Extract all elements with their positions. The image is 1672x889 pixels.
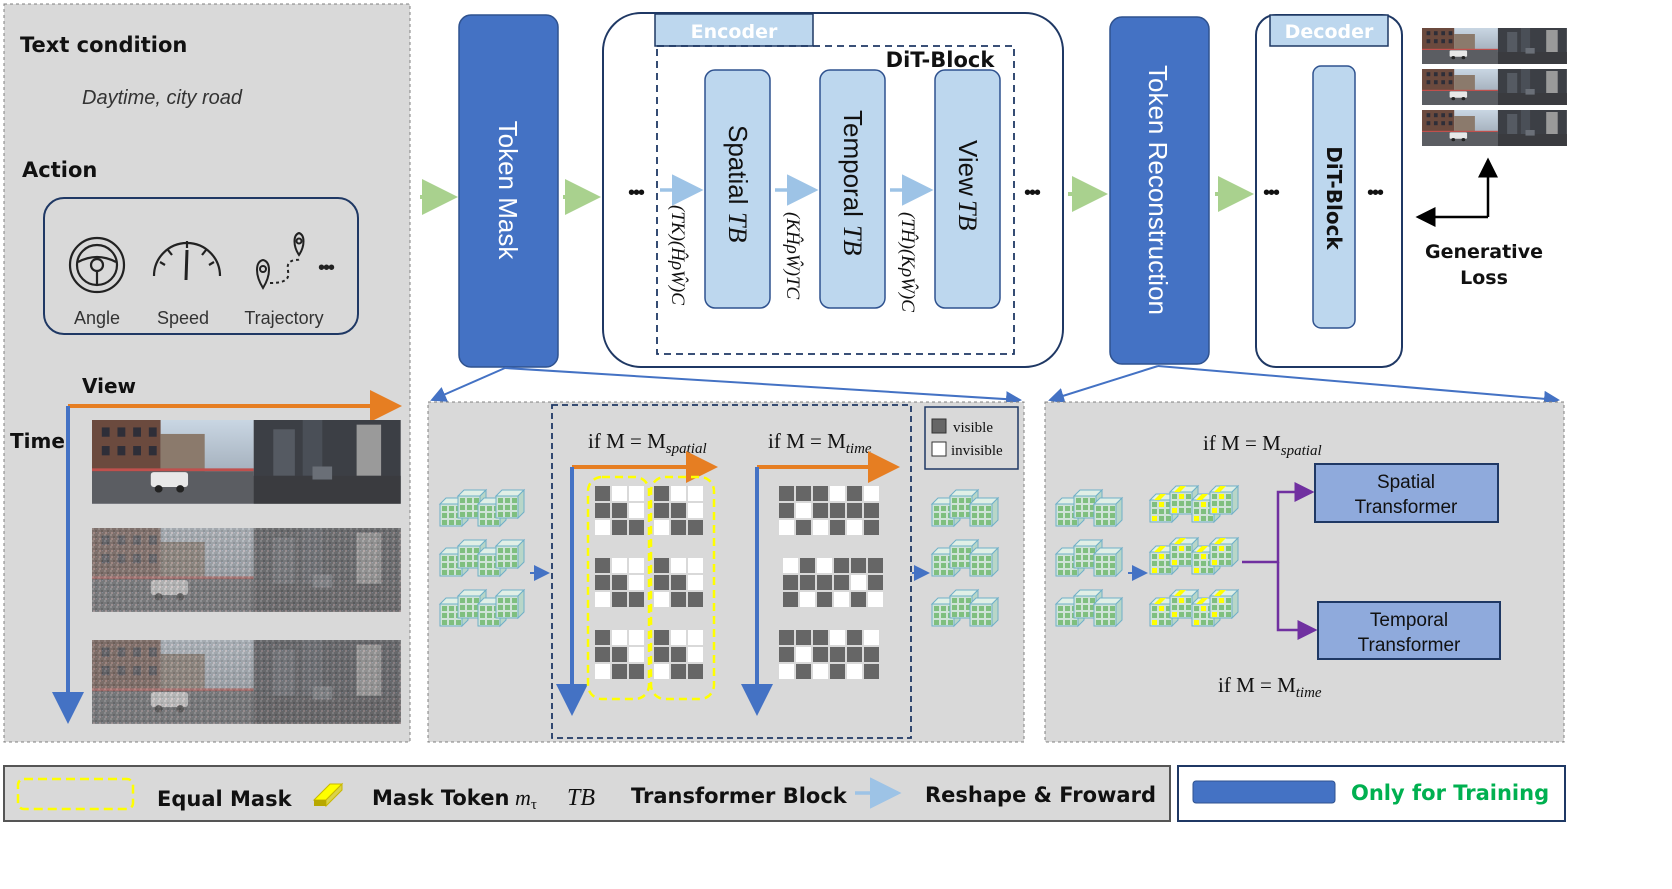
- mask-if-time: if M = Mtime: [768, 429, 872, 457]
- recon-mask-token-cubes: [1150, 486, 1238, 626]
- zoom-line-mask-left: [430, 367, 506, 402]
- action-label-angle: Angle: [74, 308, 120, 328]
- decoder-dit-label: DiT-Block: [1322, 146, 1346, 250]
- mask-strategy-frame: [551, 404, 912, 739]
- spatial-tb-block: [704, 69, 771, 309]
- token-reconstruction-block: [1109, 16, 1210, 365]
- view-tb-block: [934, 69, 1001, 309]
- input-token-cubes: [439, 489, 525, 627]
- route-arrow-temporal: [1276, 562, 1318, 640]
- spatial-tb-suffix: TB: [723, 212, 752, 242]
- time-axis-label: Time: [10, 429, 65, 453]
- mask-legend-box: [924, 406, 1019, 470]
- multiview-frame-noisy-2: [92, 640, 401, 724]
- equal-mask-group-1: [586, 475, 651, 701]
- encoder-ellipsis-right: •••: [1024, 182, 1041, 204]
- steering-wheel-icon: [68, 236, 126, 294]
- token-mask-block: [458, 14, 559, 368]
- action-label-trajectory: Trajectory: [244, 308, 323, 328]
- generative-loss-line2: Loss: [1460, 267, 1508, 289]
- temporal-transformer-line2: Transformer: [1358, 635, 1461, 656]
- token-reconstruction-label: Token Reconstruction: [1143, 65, 1173, 315]
- more-actions-ellipsis: •••: [318, 257, 335, 279]
- legend-mask-token-icon: [312, 782, 344, 808]
- training-legend-label: Only for Training: [1351, 781, 1549, 805]
- dit-block-frame: [656, 45, 1015, 355]
- reshape-label-3: (TĤ)(KρŴ)C: [897, 212, 919, 312]
- legend-equal-mask-swatch: [16, 777, 135, 811]
- token-mask-label: Token Mask: [493, 121, 523, 261]
- spatial-transformer-line2: Transformer: [1355, 497, 1458, 518]
- legend-reshape-label: Reshape & Froward: [925, 783, 1156, 807]
- legend-transformer-block-label: Transformer Block: [631, 784, 848, 808]
- legend-tb-symbol: TB: [567, 785, 595, 811]
- view-axis-label: View: [82, 374, 136, 398]
- equal-mask-group-2: [649, 475, 716, 701]
- conditions-panel: [3, 3, 411, 743]
- trajectory-pin-icon: [256, 231, 305, 290]
- dit-block-label: DiT-Block: [886, 48, 996, 72]
- reshape-label-1: (TK)(ĤρŴ)C: [667, 205, 689, 305]
- masked-token-cubes: [931, 489, 999, 627]
- legend-visible-swatch: [931, 418, 947, 434]
- multiview-frame-noisy-1: [92, 528, 401, 612]
- view-tb-label: View: [953, 140, 983, 196]
- legend-invisible-label: invisible: [951, 443, 1003, 459]
- route-arrow-spatial: [1242, 482, 1315, 564]
- temporal-transformer-block: [1317, 601, 1501, 660]
- speedometer-icon: [152, 241, 222, 281]
- decoder-dit-block: [1312, 65, 1356, 329]
- zoom-line-recon-left: [1048, 365, 1159, 404]
- legend-equal-mask-label: Equal Mask: [157, 787, 293, 811]
- temporal-tb-label: Temporal: [838, 110, 868, 217]
- action-box: [43, 197, 359, 335]
- legend-invisible-swatch: [931, 441, 947, 457]
- decoder-header: [1269, 14, 1389, 47]
- generated-frames: [1422, 28, 1567, 146]
- encoder-ellipsis-left: •••: [628, 182, 645, 204]
- decoder-label: Decoder: [1285, 21, 1374, 43]
- legend-mask-token-symbol: mτ: [515, 785, 537, 813]
- reshape-label-2: (KĤρŴ)TC: [782, 212, 804, 300]
- text-condition-title: Text condition: [20, 33, 187, 57]
- legend-bar: [3, 765, 1171, 822]
- temporal-transformer-line1: Temporal: [1370, 610, 1448, 631]
- decoder-ellipsis-right: •••: [1367, 182, 1384, 204]
- legend-mask-token-label: Mask Token: [372, 786, 509, 810]
- recon-if-spatial: if M = Mspatial: [1203, 431, 1322, 459]
- spatial-transformer-block: [1314, 463, 1499, 523]
- training-legend-swatch: [1192, 780, 1336, 804]
- view-tb-suffix: TB: [953, 200, 982, 230]
- decoder-ellipsis-left: •••: [1263, 182, 1280, 204]
- legend-visible-label: visible: [953, 420, 993, 436]
- temporal-tb-block: [819, 69, 886, 309]
- zoom-line-mask-right: [504, 367, 1022, 408]
- recon-input-cubes: [1055, 489, 1123, 627]
- recon-if-time: if M = Mtime: [1218, 673, 1322, 701]
- generative-loss-line1: Generative: [1425, 241, 1543, 263]
- action-label-speed: Speed: [157, 308, 209, 328]
- encoder-header: [654, 13, 814, 47]
- encoder-label: Encoder: [691, 21, 778, 43]
- spatial-transformer-line1: Spatial: [1377, 472, 1435, 493]
- text-condition-value: Daytime, city road: [82, 87, 243, 109]
- zoom-line-recon-right: [1157, 365, 1560, 407]
- multiview-frame-clean: [92, 420, 401, 504]
- action-title: Action: [22, 158, 97, 182]
- spatial-tb-label: Spatial: [723, 125, 753, 205]
- temporal-tb-suffix: TB: [838, 225, 867, 255]
